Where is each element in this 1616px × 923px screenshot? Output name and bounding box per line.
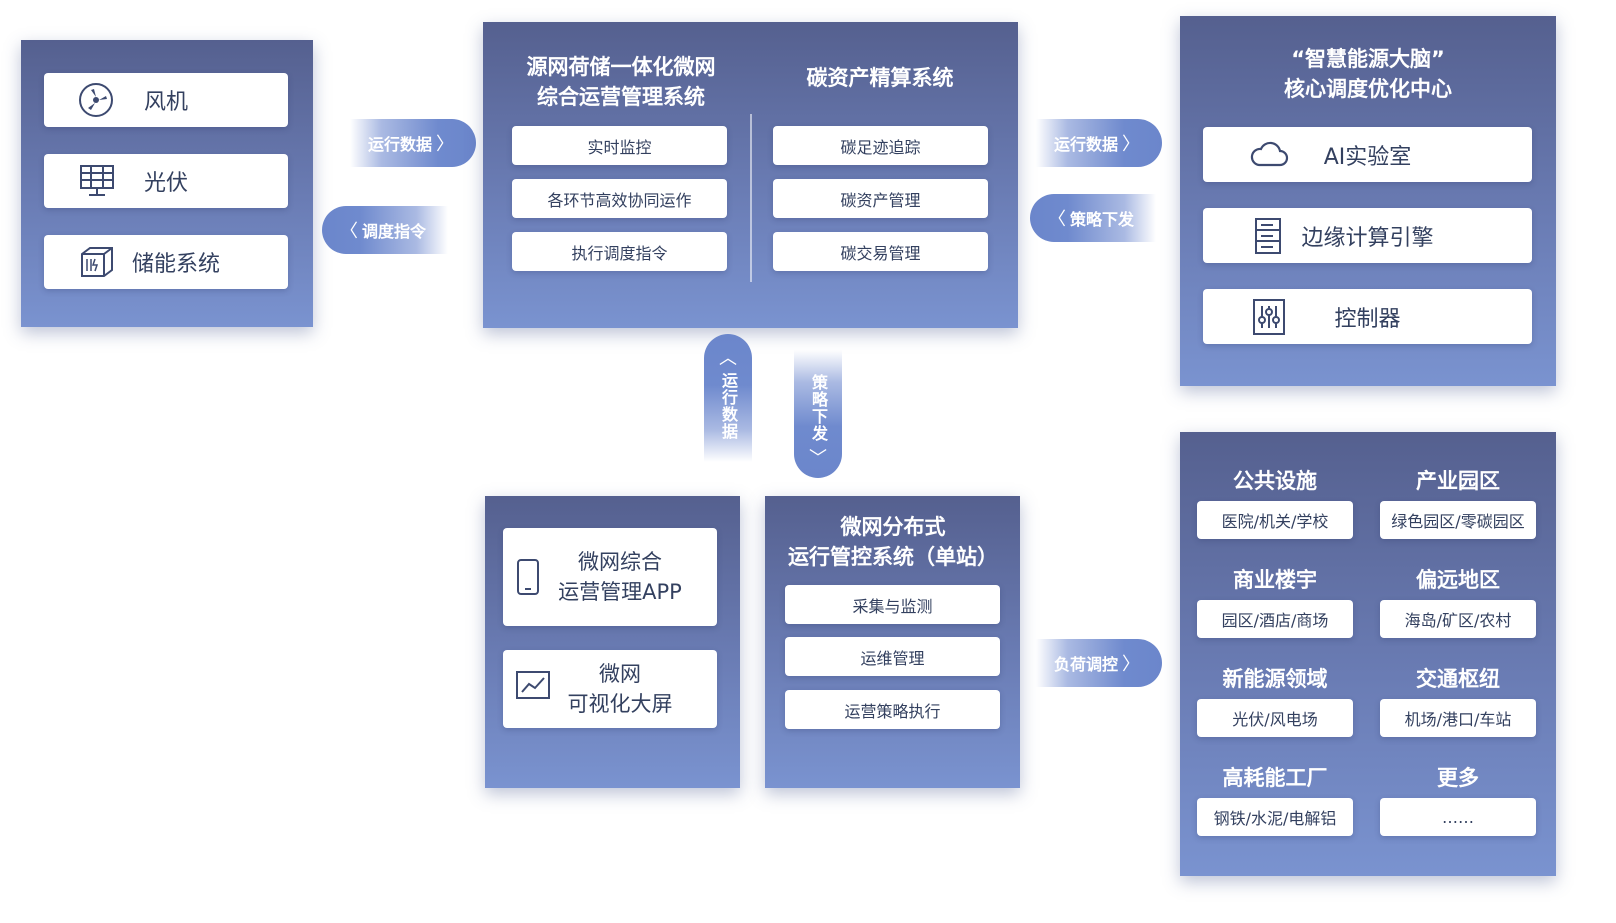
brain-card-ai-lab[interactable]: AI实验室 [1203, 127, 1532, 182]
arrow-dispatch-to-sources: 〈调度指令 [322, 206, 448, 254]
chevron-down-icon: ﹀ [809, 448, 827, 469]
sliders-icon [1251, 298, 1287, 342]
station-item-strategy[interactable]: 运营策略执行 [785, 690, 1000, 729]
main-item-realtime-monitor[interactable]: 实时监控 [512, 126, 727, 165]
carbon-item-footprint[interactable]: 碳足迹追踪 [773, 126, 988, 165]
wind-turbine-icon [78, 82, 114, 124]
main-item-coordination[interactable]: 各环节高效协同运作 [512, 179, 727, 218]
scenario-title-more: 更多 [1437, 766, 1479, 790]
station-system-title: 微网分布式 运行管控系统（单站） [788, 515, 998, 569]
arrow-label: 运行数据 [719, 372, 738, 440]
chevron-left-icon: 〈 [340, 221, 358, 242]
app-card-bigscreen[interactable]: 微网 可视化大屏 [503, 650, 717, 728]
source-card-solar[interactable]: 光伏 [44, 154, 288, 208]
app-label-mobile: 微网综合 运营管理APP [558, 550, 682, 604]
brain-label-edge-engine: 边缘计算引擎 [1301, 225, 1434, 251]
arrow-run-data-to-brain: 运行数据〉 [1036, 119, 1162, 167]
source-card-storage[interactable]: 储能系统 [44, 235, 288, 289]
main-item-dispatch[interactable]: 执行调度指令 [512, 232, 727, 271]
arrow-label: 运行数据 [1053, 135, 1118, 154]
station-item-ops[interactable]: 运维管理 [785, 637, 1000, 676]
arrow-label: 策略下发 [1070, 210, 1135, 229]
energy-brain-title: “智慧能源大脑” 核心调度优化中心 [1284, 47, 1452, 101]
scenario-title-heavy-industry: 高耗能工厂 [1222, 766, 1328, 790]
arrow-strategy-to-main: 〈策略下发 [1030, 194, 1156, 242]
source-card-wind[interactable]: 风机 [44, 73, 288, 127]
app-card-mobile[interactable]: 微网综合 运营管理APP [503, 528, 717, 626]
source-label-wind: 风机 [143, 90, 188, 115]
arrow-label: 运行数据 [367, 135, 432, 154]
battery-storage-icon [78, 244, 116, 286]
scenario-detail-more[interactable]: …… [1380, 798, 1536, 836]
scenario-detail-transport[interactable]: 机场/港口/车站 [1380, 699, 1536, 737]
station-item-collect[interactable]: 采集与监测 [785, 585, 1000, 624]
microgrid-system-title: 源网荷储一体化微网 综合运营管理系统 [526, 55, 716, 109]
brain-label-ai-lab: AI实验室 [1323, 144, 1412, 170]
scenario-detail-public[interactable]: 医院/机关/学校 [1197, 501, 1353, 539]
carbon-item-trading[interactable]: 碳交易管理 [773, 232, 988, 271]
brain-label-controller: 控制器 [1334, 306, 1401, 332]
chevron-right-icon: 〉 [1122, 654, 1140, 675]
solar-panel-icon [78, 163, 116, 205]
chevron-right-icon: 〉 [1122, 134, 1140, 155]
arrow-label: 调度指令 [362, 222, 427, 241]
scenario-detail-new-energy[interactable]: 光伏/风电场 [1197, 699, 1353, 737]
cloud-icon [1249, 139, 1289, 175]
arrow-run-data-up: ︿ 运行数据 [704, 334, 752, 462]
scenario-detail-remote[interactable]: 海岛/矿区/农村 [1380, 600, 1536, 638]
scenario-title-transport: 交通枢纽 [1416, 667, 1500, 691]
chevron-up-icon: ︿ [719, 348, 737, 369]
brain-card-controller[interactable]: 控制器 [1203, 289, 1532, 344]
main-panel-divider [750, 114, 752, 282]
arrow-label: 负荷调控 [1053, 655, 1118, 674]
server-icon [1253, 217, 1283, 261]
arrow-strategy-down: 策略下发 ﹀ [794, 350, 842, 478]
scenario-title-commercial: 商业楼宇 [1233, 568, 1317, 592]
scenario-detail-heavy-industry[interactable]: 钢铁/水泥/电解铝 [1197, 798, 1353, 836]
scenario-detail-industrial-park[interactable]: 绿色园区/零碳园区 [1380, 501, 1536, 539]
source-label-storage: 储能系统 [131, 252, 220, 277]
scenario-title-industrial-park: 产业园区 [1416, 469, 1500, 493]
phone-icon [515, 558, 541, 602]
carbon-item-asset-mgmt[interactable]: 碳资产管理 [773, 179, 988, 218]
scenario-title-public: 公共设施 [1233, 469, 1317, 493]
chevron-right-icon: 〉 [436, 134, 454, 155]
brain-card-edge-engine[interactable]: 边缘计算引擎 [1203, 208, 1532, 263]
carbon-system-title: 碳资产精算系统 [806, 66, 954, 90]
arrow-run-data-to-main: 运行数据〉 [350, 119, 476, 167]
scenario-title-new-energy: 新能源领域 [1222, 667, 1328, 691]
scenario-title-remote: 偏远地区 [1416, 568, 1500, 592]
app-label-bigscreen: 微网 可视化大屏 [567, 662, 673, 716]
arrow-label: 策略下发 [809, 374, 828, 442]
chevron-left-icon: 〈 [1048, 209, 1066, 230]
arrow-load-control: 负荷调控〉 [1036, 639, 1162, 687]
scenario-detail-commercial[interactable]: 园区/酒店/商场 [1197, 600, 1353, 638]
source-label-solar: 光伏 [143, 171, 188, 196]
chart-screen-icon [515, 670, 551, 708]
